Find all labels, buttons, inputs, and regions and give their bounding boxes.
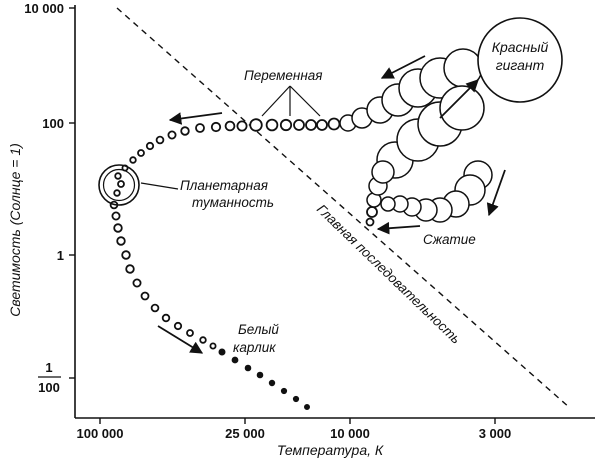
- cooling-track-star: [116, 236, 126, 246]
- variable-star: [305, 119, 317, 131]
- white-dwarf-dot: [292, 395, 300, 403]
- arrow-leftward-top-icon: [168, 112, 223, 125]
- variable-star: [316, 119, 328, 131]
- track-star: [236, 120, 248, 132]
- x-tick-label-10000: 10 000: [330, 426, 370, 441]
- white-dwarf-dot: [303, 403, 310, 410]
- track-star: [180, 126, 190, 136]
- planetary-nebula-ring-inner: [102, 168, 136, 202]
- contraction-star: [371, 160, 395, 184]
- variable-pointer-3: [289, 85, 321, 117]
- variable-pointer-1: [261, 85, 291, 117]
- variable-star: [279, 118, 293, 132]
- cooling-track-star: [121, 250, 131, 260]
- planetary-nebula-pointer: [140, 182, 179, 190]
- planetary-nebula-ring-outer: [98, 164, 140, 206]
- red-giant-circle: [477, 17, 563, 103]
- variable-star: [293, 119, 305, 131]
- cooling-track-star: [113, 223, 123, 233]
- y-axis-title: Светимость (Солнце = 1): [7, 143, 23, 317]
- white-dwarf-dot: [256, 371, 264, 379]
- cooling-track-star: [125, 264, 135, 274]
- white-dwarf-dot: [280, 387, 288, 395]
- contraction-label: Сжатие: [423, 232, 476, 247]
- y-tick-fraction-numerator: 1: [45, 360, 52, 375]
- x-axis-title: Температура, К: [277, 442, 384, 458]
- variable-star: [327, 117, 341, 131]
- track-star: [167, 130, 177, 140]
- track-star: [210, 121, 222, 133]
- nebula-core-star: [117, 180, 125, 188]
- white-dwarf-dot: [218, 348, 226, 356]
- arrow-toward-red-giant-icon: [380, 55, 426, 79]
- track-star: [137, 149, 145, 157]
- white-dwarf-dot: [244, 364, 252, 372]
- cooling-track-star: [173, 321, 183, 331]
- cooling-track-star: [140, 291, 150, 301]
- white-dwarf-dot: [231, 356, 239, 364]
- arrow-descending-right-icon: [486, 169, 506, 217]
- track-star: [129, 156, 137, 164]
- arrow-expansion-icon: [439, 79, 479, 119]
- track-star: [145, 141, 155, 151]
- giant-loop-star: [439, 85, 485, 131]
- x-tick-label-100000: 100 000: [77, 426, 124, 441]
- nebula-core-star: [114, 172, 122, 180]
- white-dwarf-dot: [268, 379, 276, 387]
- evolution-track: [109, 48, 493, 410]
- variable-star-label: Переменная: [244, 68, 323, 83]
- cooling-track-star: [161, 313, 171, 323]
- variable-star: [249, 118, 263, 132]
- y-tick-label-1: 1: [57, 248, 64, 263]
- planetary-nebula-label-line2: туманность: [192, 195, 274, 210]
- y-tick-label-10000: 10 000: [24, 1, 64, 16]
- red-giant-label-line2: гигант: [496, 57, 545, 73]
- y-tick-label-100: 100: [42, 116, 64, 131]
- white-dwarf-label-line2: карлик: [233, 340, 276, 355]
- cooling-track-star: [186, 329, 194, 337]
- cooling-track-star: [111, 211, 121, 221]
- cooling-track-star: [199, 336, 207, 344]
- track-star: [195, 123, 205, 133]
- cooling-track-star: [150, 303, 160, 313]
- contraction-star: [365, 217, 375, 227]
- cooling-track-star: [209, 342, 217, 350]
- track-star: [224, 120, 236, 132]
- arrow-to-white-dwarf-icon: [157, 325, 204, 354]
- main-sequence-line: [116, 7, 571, 409]
- x-tick-label-3000: 3 000: [479, 426, 512, 441]
- variable-star: [265, 118, 279, 132]
- nebula-core-star: [113, 189, 121, 197]
- arrow-contraction-icon: [376, 221, 421, 235]
- y-tick-fraction-denominator: 100: [38, 380, 60, 395]
- giant-loop-star: [380, 196, 396, 212]
- track-star: [155, 135, 165, 145]
- contraction-star: [366, 206, 378, 218]
- cooling-track-star: [132, 278, 142, 288]
- red-giant-label-line1: Красный: [492, 39, 549, 55]
- main-sequence-label: Главная последовательность: [314, 201, 464, 346]
- white-dwarf-label-line1: Белый: [238, 322, 279, 337]
- planetary-nebula-label-line1: Планетарная: [180, 178, 268, 193]
- x-tick-label-25000: 25 000: [225, 426, 265, 441]
